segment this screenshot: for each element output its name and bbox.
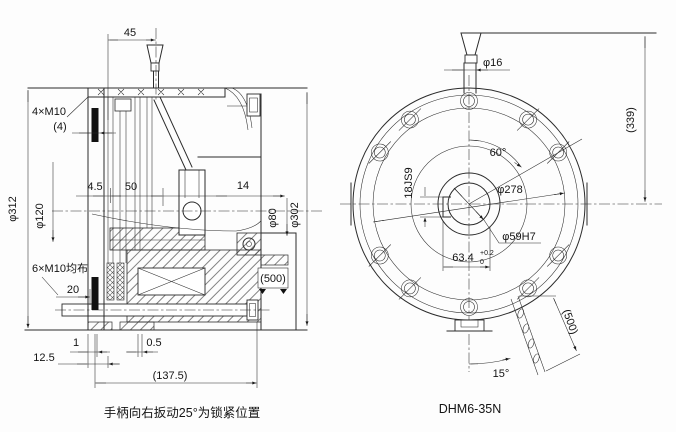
dim-63-4: 63.4 (452, 252, 473, 264)
dim-15deg: 15° (493, 368, 510, 380)
dim-phi59h7: φ59H7 (502, 231, 535, 243)
concentric-circles (340, 75, 662, 372)
coil-section (137, 267, 206, 296)
right-dimensions: 18JS9 φ59H7 63.4 +0.2 0 φ278 60° φ16 (33… (372, 36, 645, 380)
ball-bearing (242, 237, 256, 251)
dim-phi302: φ302 (289, 202, 301, 228)
dim-6xm10: 6×M10均布 (32, 262, 88, 275)
chain-handle-alt-position (510, 295, 546, 376)
dim-14: 14 (237, 180, 249, 192)
dim-phi16: φ16 (483, 57, 502, 69)
release-rod (55, 299, 272, 321)
dim-0-5: 0.5 (146, 337, 161, 349)
left-view-caption: 手柄向右扳动25°为锁紧位置 (104, 405, 260, 420)
housing-outline (24, 87, 322, 331)
lever-pivot (178, 169, 206, 236)
dim-phi120: φ120 (34, 203, 46, 229)
hand-lever (146, 28, 193, 171)
dim-18js9: 18JS9 (403, 167, 415, 198)
dim-4xm10: 4×M10 (32, 106, 66, 118)
dim-20: 20 (67, 284, 79, 296)
right-front-view: 18JS9 φ59H7 63.4 +0.2 0 φ278 60° φ16 (33… (340, 32, 662, 416)
left-section-view: (500) 45 φ312 φ120 4×M10 (4) 4.5 50 14 φ… (7, 27, 322, 420)
dim-339: (339) (625, 107, 637, 133)
dim-12-5: 12.5 (33, 352, 54, 364)
dim-63-4-tol-upper: +0.2 (480, 250, 494, 257)
dim-paren4: (4) (53, 121, 66, 133)
left-500-label: (500) (260, 273, 286, 285)
dim-500: (500) (560, 308, 580, 336)
left-dimensions: 45 φ312 φ120 4×M10 (4) 4.5 50 14 φ80 φ30… (7, 27, 307, 388)
dim-45: 45 (124, 27, 136, 39)
dim-phi80: φ80 (267, 208, 279, 227)
dim-4-5: 4.5 (87, 181, 102, 193)
dim-60deg: 60° (490, 147, 507, 159)
dim-63-4-tol-lower: 0 (480, 259, 484, 266)
right-view-caption: DHM6-35N (439, 402, 502, 416)
dim-137-5: (137.5) (153, 370, 188, 382)
bottom-tab (446, 319, 493, 332)
dim-phi278: φ278 (497, 184, 523, 196)
left-500-box: (500) (257, 267, 289, 294)
dim-1: 1 (73, 337, 79, 349)
dim-50: 50 (125, 181, 137, 193)
dim-phi312: φ312 (7, 196, 19, 222)
